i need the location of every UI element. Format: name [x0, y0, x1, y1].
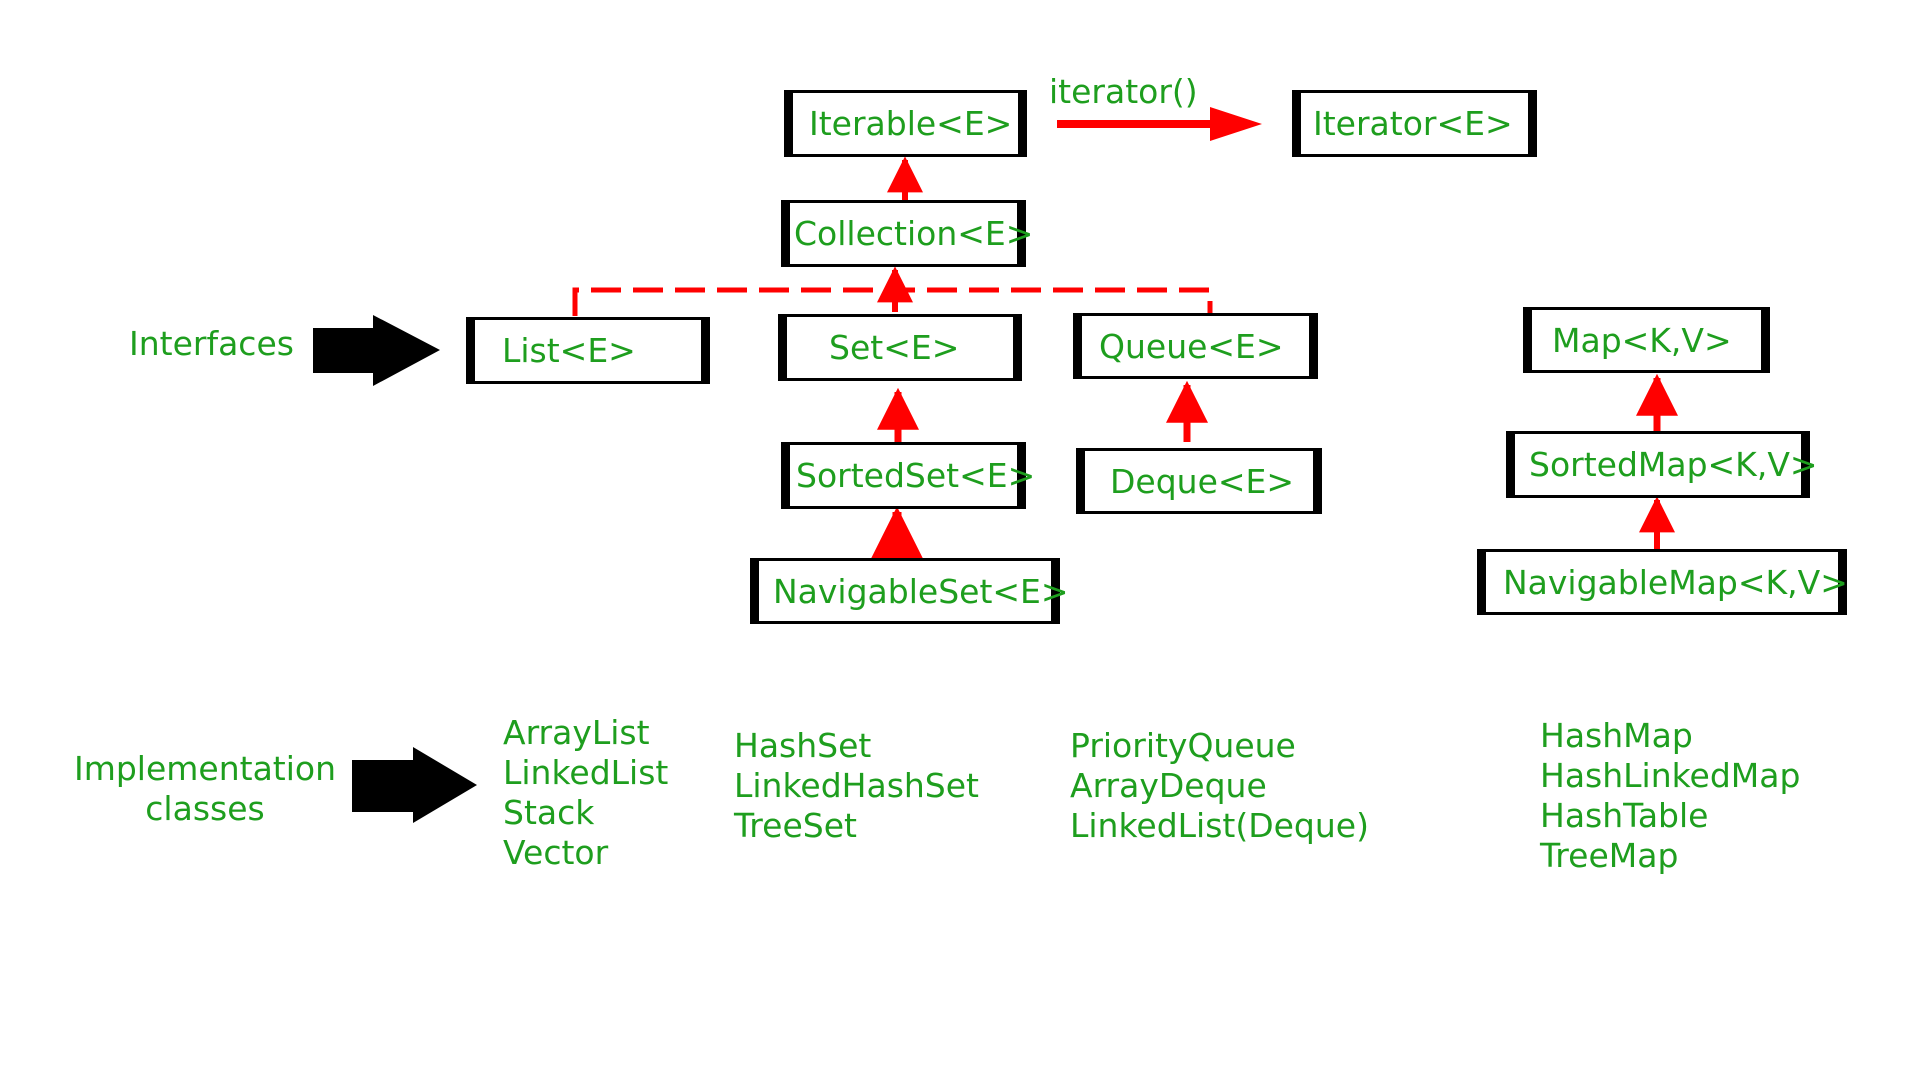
node-sortedset-label: SortedSet<E>	[796, 456, 1036, 495]
node-navigablemap-label: NavigableMap<K,V>	[1503, 562, 1848, 602]
iterator-method-label: iterator()	[1049, 72, 1198, 111]
node-queue: Queue<E>	[1073, 313, 1318, 379]
node-collection: Collection<E>	[781, 200, 1033, 267]
interfaces-arrow-icon	[313, 315, 440, 386]
impl-item: ArrayList	[503, 713, 650, 752]
implementation-arrow-icon	[352, 747, 477, 823]
node-sortedmap: SortedMap<K,V>	[1506, 431, 1818, 498]
node-list: List<E>	[466, 317, 710, 384]
impl-item: ArrayDeque	[1070, 766, 1267, 805]
node-navigableset: NavigableSet<E>	[750, 558, 1069, 624]
implementation-label-line2: classes	[145, 789, 265, 828]
node-map: Map<K,V>	[1523, 307, 1770, 373]
queue-implementations: PriorityQueue ArrayDeque LinkedList(Dequ…	[1070, 726, 1369, 846]
node-iterator-label: Iterator<E>	[1313, 104, 1513, 143]
impl-item: TreeSet	[734, 806, 857, 845]
impl-item: LinkedList	[503, 753, 669, 792]
impl-item: LinkedHashSet	[734, 766, 979, 805]
implementation-label-line1: Implementation	[73, 749, 337, 788]
list-implementations: ArrayList LinkedList Stack Vector	[503, 713, 668, 873]
node-set: Set<E>	[778, 314, 1022, 381]
set-implementations: HashSet LinkedHashSet TreeSet	[734, 726, 979, 846]
interfaces-label: Interfaces	[129, 324, 294, 363]
node-navigablemap: NavigableMap<K,V>	[1477, 549, 1848, 615]
impl-item: PriorityQueue	[1070, 726, 1296, 765]
node-iterable: Iterable<E>	[784, 90, 1027, 157]
node-collection-label: Collection<E>	[794, 214, 1034, 253]
node-sortedmap-label: SortedMap<K,V>	[1529, 445, 1818, 484]
impl-item: Stack	[503, 793, 595, 832]
impl-item: HashLinkedMap	[1540, 756, 1801, 795]
impl-item: HashMap	[1540, 716, 1693, 755]
node-sortedset: SortedSet<E>	[781, 442, 1035, 509]
node-navigableset-label: NavigableSet<E>	[773, 571, 1069, 611]
node-deque-label: Deque<E>	[1110, 461, 1295, 501]
node-list-label: List<E>	[502, 331, 636, 370]
map-implementations: HashMap HashLinkedMap HashTable TreeMap	[1540, 716, 1800, 876]
node-map-label: Map<K,V>	[1552, 320, 1732, 360]
implementation-classes-label: Implementation classes	[70, 749, 340, 829]
node-iterable-label: Iterable<E>	[809, 104, 1013, 143]
node-queue-label: Queue<E>	[1099, 326, 1284, 366]
impl-item: TreeMap	[1540, 836, 1679, 875]
impl-item: HashSet	[734, 726, 872, 765]
node-set-label: Set<E>	[829, 328, 960, 367]
node-deque: Deque<E>	[1076, 448, 1322, 514]
node-iterator: Iterator<E>	[1292, 90, 1537, 157]
impl-item: Vector	[503, 833, 609, 872]
impl-item: LinkedList(Deque)	[1070, 806, 1369, 845]
edge-iterable-to-iterator	[1057, 107, 1262, 141]
impl-item: HashTable	[1540, 796, 1709, 835]
